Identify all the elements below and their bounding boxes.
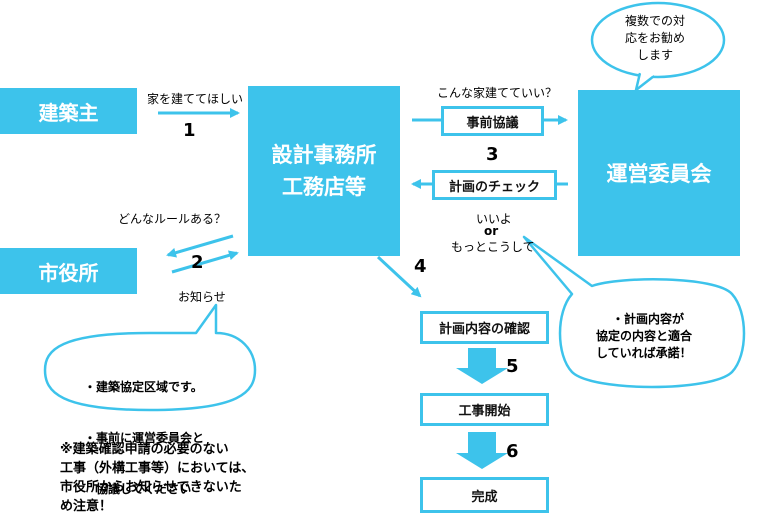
step-number-3: 3 <box>486 144 499 165</box>
arrow-step4 <box>376 255 422 298</box>
reply-label-2: or <box>484 224 499 238</box>
footnote-line-3: 市役所からお知らせできないた <box>60 480 242 495</box>
footnote-line-4: め注意！ <box>60 499 113 514</box>
what-rules-label: どんなルールある？ <box>118 212 227 226</box>
approval-bubble-line-3: していれば承諾！ <box>596 346 692 360</box>
step-number-2: 2 <box>191 252 204 273</box>
committee-bubble-line-2: 応をお勧め <box>625 31 686 45</box>
pre-consult-label: 事前協議 <box>466 115 519 131</box>
step-number-5: 5 <box>506 356 519 377</box>
city-office-label: 市役所 <box>38 260 99 285</box>
pre-consult-box: 事前協議 <box>441 106 544 136</box>
approval-bubble-line-2: 協定の内容と適合 <box>596 329 693 343</box>
city-bubble-line-3: 協議してください <box>84 482 192 496</box>
approval-bubble-text: ・計画内容が 協定の内容と適合 していれば承諾！ <box>596 311 692 362</box>
design-office-label-2: 工務店等 <box>282 175 366 199</box>
footnote: ※建築確認申請の必要のない 工事（外構工事等）においては、 市役所からお知らせで… <box>60 440 254 516</box>
step-number-1: 1 <box>183 120 196 141</box>
design-office-label-1: 設計事務所 <box>271 143 377 167</box>
start-box: 工事開始 <box>420 393 549 426</box>
complete-label: 完成 <box>471 489 498 505</box>
step-number-4: 4 <box>414 256 427 277</box>
city-bubble-line-2: ・事前に運営委員会と <box>84 431 205 445</box>
confirm-box: 計画内容の確認 <box>420 311 549 344</box>
committee-bubble-line-3: します <box>637 48 674 62</box>
footnote-line-2: 工事（外構工事等）においては、 <box>60 461 255 476</box>
reply-label-3: もっとこうして <box>451 240 535 254</box>
plan-check-box: 計画のチェック <box>432 170 557 200</box>
committee-bubble-text: 複数での対 応をお勧め します <box>625 13 685 64</box>
approval-bubble-line-1: ・計画内容が <box>612 312 685 326</box>
committee-box: 運営委員会 <box>578 90 740 256</box>
city-bubble-shape <box>43 303 257 412</box>
step-number-6: 6 <box>506 441 519 462</box>
down-arrow-step6 <box>456 432 508 469</box>
city-bubble-line-1: ・建築協定区域です。 <box>84 380 203 394</box>
committee-label: 運営委員会 <box>606 162 712 186</box>
owner-box: 建築主 <box>0 88 137 134</box>
committee-bubble-line-1: 複数での対 <box>625 14 686 28</box>
arrow-step2-to-city <box>166 234 234 258</box>
committee-bubble-shape <box>590 1 726 79</box>
down-arrow-step5 <box>456 348 508 384</box>
city-bubble-text: ・建築協定区域です。 ・事前に運営委員会と 協議してください <box>84 345 204 515</box>
reply-label-1: いいよ <box>476 212 512 226</box>
plan-check-label: 計画のチェック <box>448 179 540 195</box>
footnote-line-1: ※建築確認申請の必要のない <box>60 442 229 457</box>
owner-label: 建築主 <box>38 100 99 125</box>
approval-bubble-shape <box>522 235 746 389</box>
confirm-label: 計画内容の確認 <box>438 322 530 337</box>
arrow-step2-to-office <box>171 250 239 274</box>
city-office-box: 市役所 <box>0 248 137 294</box>
start-label: 工事開始 <box>458 404 511 419</box>
can-build-label: こんな家建てていい？ <box>437 86 558 100</box>
design-office-box: 設計事務所 工務店等 <box>248 86 400 256</box>
complete-box: 完成 <box>420 477 549 513</box>
notice-label: お知らせ <box>178 290 226 304</box>
want-house-label: 家を建ててほしい <box>147 92 244 106</box>
